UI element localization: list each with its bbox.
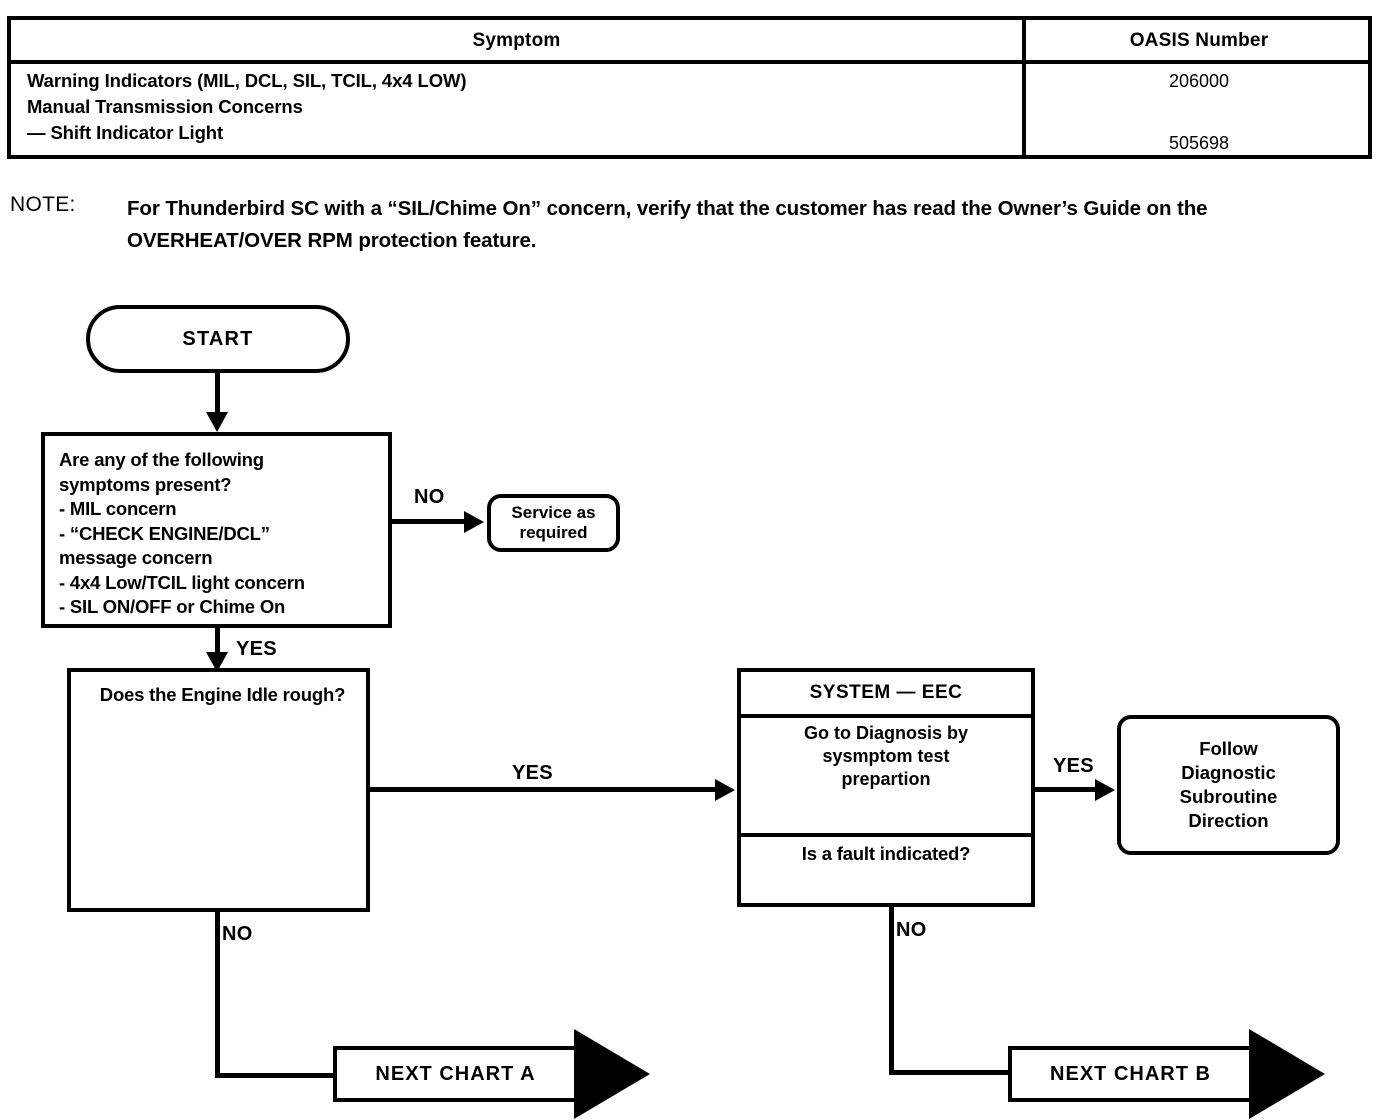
table-cell-symptom: Warning Indicators (MIL, DCL, SIL, TCIL,… <box>27 68 1007 146</box>
service-line-1: Service as <box>511 503 596 522</box>
edge-label-idle-yes: YES <box>512 762 553 784</box>
eec-instruction-line-3: prepartion <box>841 769 931 789</box>
follow-line-4: Direction <box>1188 810 1269 831</box>
connector-idle-no-horizontal <box>215 1073 337 1078</box>
symptoms-bullet-4x4-tcil: - 4x4 Low/TCIL light concern <box>59 571 305 593</box>
follow-line-2: Diagnostic <box>1181 762 1276 783</box>
connector-symptoms-to-idle <box>215 628 220 656</box>
eec-instruction-line-1: Go to Diagnosis by <box>803 723 968 743</box>
table-header-symptom: Symptom <box>472 30 561 51</box>
symptoms-bullet-message-concern: message concern <box>59 547 213 568</box>
table-cell-oasis-number: 206000 505698 <box>1026 68 1372 156</box>
next-chart-b-label: NEXT CHART B <box>1008 1046 1253 1102</box>
oasis-number-first: 206000 <box>1168 71 1230 91</box>
flow-node-system-eec <box>737 668 1035 907</box>
arrowhead-symptoms-to-service <box>464 511 484 533</box>
flow-node-symptoms-question: Are any of the following symptoms presen… <box>41 432 392 628</box>
eec-instruction-block: Go to Diagnosis by sysmptom test prepart… <box>752 722 1020 791</box>
edge-label-symptoms-yes: YES <box>236 638 277 660</box>
symptom-line-warning-indicators: Warning Indicators (MIL, DCL, SIL, TCIL,… <box>27 70 467 91</box>
note-text: For Thunderbird SC with a “SIL/Chime On”… <box>127 197 1208 252</box>
flow-node-follow-diagnostic-subroutine: Follow Diagnostic Subroutine Direction <box>1117 715 1340 855</box>
next-chart-a-arrowhead <box>574 1029 650 1119</box>
flow-node-engine-idle-question: Does the Engine Idle rough? <box>67 668 370 912</box>
eec-instruction-line-2: sysmptom test <box>822 746 950 766</box>
connector-idle-to-eec <box>370 787 718 792</box>
table-header-divider <box>11 60 1368 64</box>
symptoms-question-line-1: Are any of the following <box>59 449 264 470</box>
edge-label-symptoms-no: NO <box>414 486 445 508</box>
connector-start-to-symptoms <box>215 373 220 415</box>
next-chart-b-arrowhead <box>1249 1029 1325 1119</box>
note-label: NOTE: <box>10 193 76 216</box>
arrowhead-symptoms-to-idle <box>206 652 228 672</box>
edge-label-eec-no: NO <box>896 919 927 941</box>
connector-symptoms-to-service <box>392 519 468 524</box>
start-label: START <box>182 327 254 350</box>
symptoms-question-body: Are any of the following symptoms presen… <box>45 436 388 620</box>
connector-idle-no-vertical <box>215 912 220 1078</box>
eec-fault-question: Is a fault indicated? <box>801 843 971 864</box>
symptoms-bullet-sil-chime: - SIL ON/OFF or Chime On <box>59 596 286 617</box>
flow-node-next-chart-b[interactable]: NEXT CHART B <box>1008 1029 1328 1119</box>
eec-divider-bottom <box>737 833 1035 837</box>
symptoms-bullet-mil: - MIL concern <box>59 498 177 519</box>
next-chart-a-label: NEXT CHART A <box>333 1046 578 1102</box>
symptom-oasis-table: Symptom OASIS Number Warning Indicators … <box>7 16 1372 159</box>
follow-line-1: Follow <box>1199 738 1258 759</box>
symptoms-question-line-2: symptoms present? <box>59 473 232 495</box>
connector-eec-no-horizontal <box>889 1070 1012 1075</box>
connector-eec-no-vertical <box>889 907 894 1075</box>
symptoms-bullet-check-engine: - “CHECK ENGINE/DCL” <box>59 522 270 544</box>
symptom-line-manual-transmission: Manual Transmission Concerns <box>27 96 303 117</box>
flow-node-service-as-required: Service as required <box>487 494 620 552</box>
arrowhead-eec-to-follow <box>1095 779 1115 801</box>
oasis-number-second: 505698 <box>1168 133 1230 153</box>
arrowhead-idle-to-eec <box>715 779 735 801</box>
table-column-divider <box>1022 20 1026 155</box>
follow-line-3: Subroutine <box>1179 786 1278 807</box>
flow-node-next-chart-a[interactable]: NEXT CHART A <box>333 1029 653 1119</box>
symptom-line-shift-indicator-light: — Shift Indicator Light <box>27 122 224 143</box>
flow-node-start: START <box>86 305 350 373</box>
follow-diagnostic-label: Follow Diagnostic Subroutine Direction <box>1180 737 1278 833</box>
eec-divider-top <box>737 714 1035 718</box>
edge-label-eec-yes: YES <box>1053 755 1094 777</box>
arrowhead-start-to-symptoms <box>206 412 228 432</box>
table-header-oasis-number: OASIS Number <box>1129 30 1269 51</box>
edge-label-idle-no: NO <box>222 923 253 945</box>
eec-title-label: SYSTEM — EEC <box>809 682 963 703</box>
service-as-required-label: Service as required <box>511 503 595 543</box>
connector-eec-to-follow <box>1035 787 1099 792</box>
engine-idle-question-label: Does the Engine Idle rough? <box>99 684 346 705</box>
service-line-2: required <box>519 523 588 542</box>
